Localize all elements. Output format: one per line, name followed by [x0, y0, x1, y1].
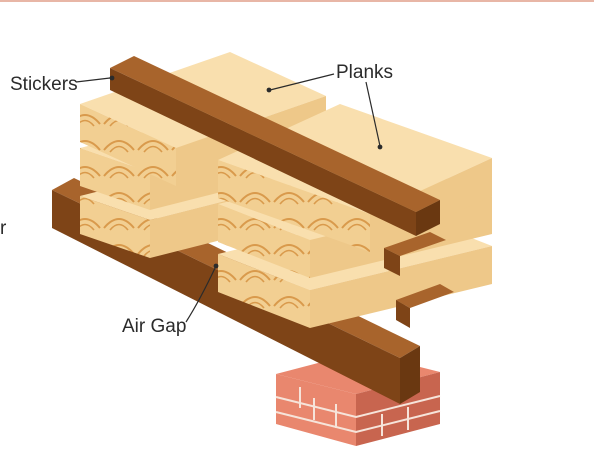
planks-leader-dot-1 — [266, 87, 272, 93]
planks-leader-2 — [365, 81, 381, 147]
planks-leader-dot-2 — [377, 144, 383, 150]
planks-leader-1 — [269, 73, 335, 91]
middle-sticker-upper — [384, 232, 446, 276]
top-rule — [0, 0, 594, 2]
air-gap-leader — [185, 265, 217, 323]
top-sticker — [110, 56, 440, 236]
middle-sticker-lower — [396, 284, 454, 328]
stickers-leader — [75, 77, 111, 83]
stickers-label: Stickers — [10, 74, 78, 95]
stickers-leader-dot — [109, 75, 115, 81]
left-edge-text-fragment: r — [0, 218, 7, 239]
air-gap-leader-dot — [213, 263, 219, 269]
planks-label: Planks — [336, 62, 393, 83]
air-gap-label: Air Gap — [122, 316, 186, 337]
